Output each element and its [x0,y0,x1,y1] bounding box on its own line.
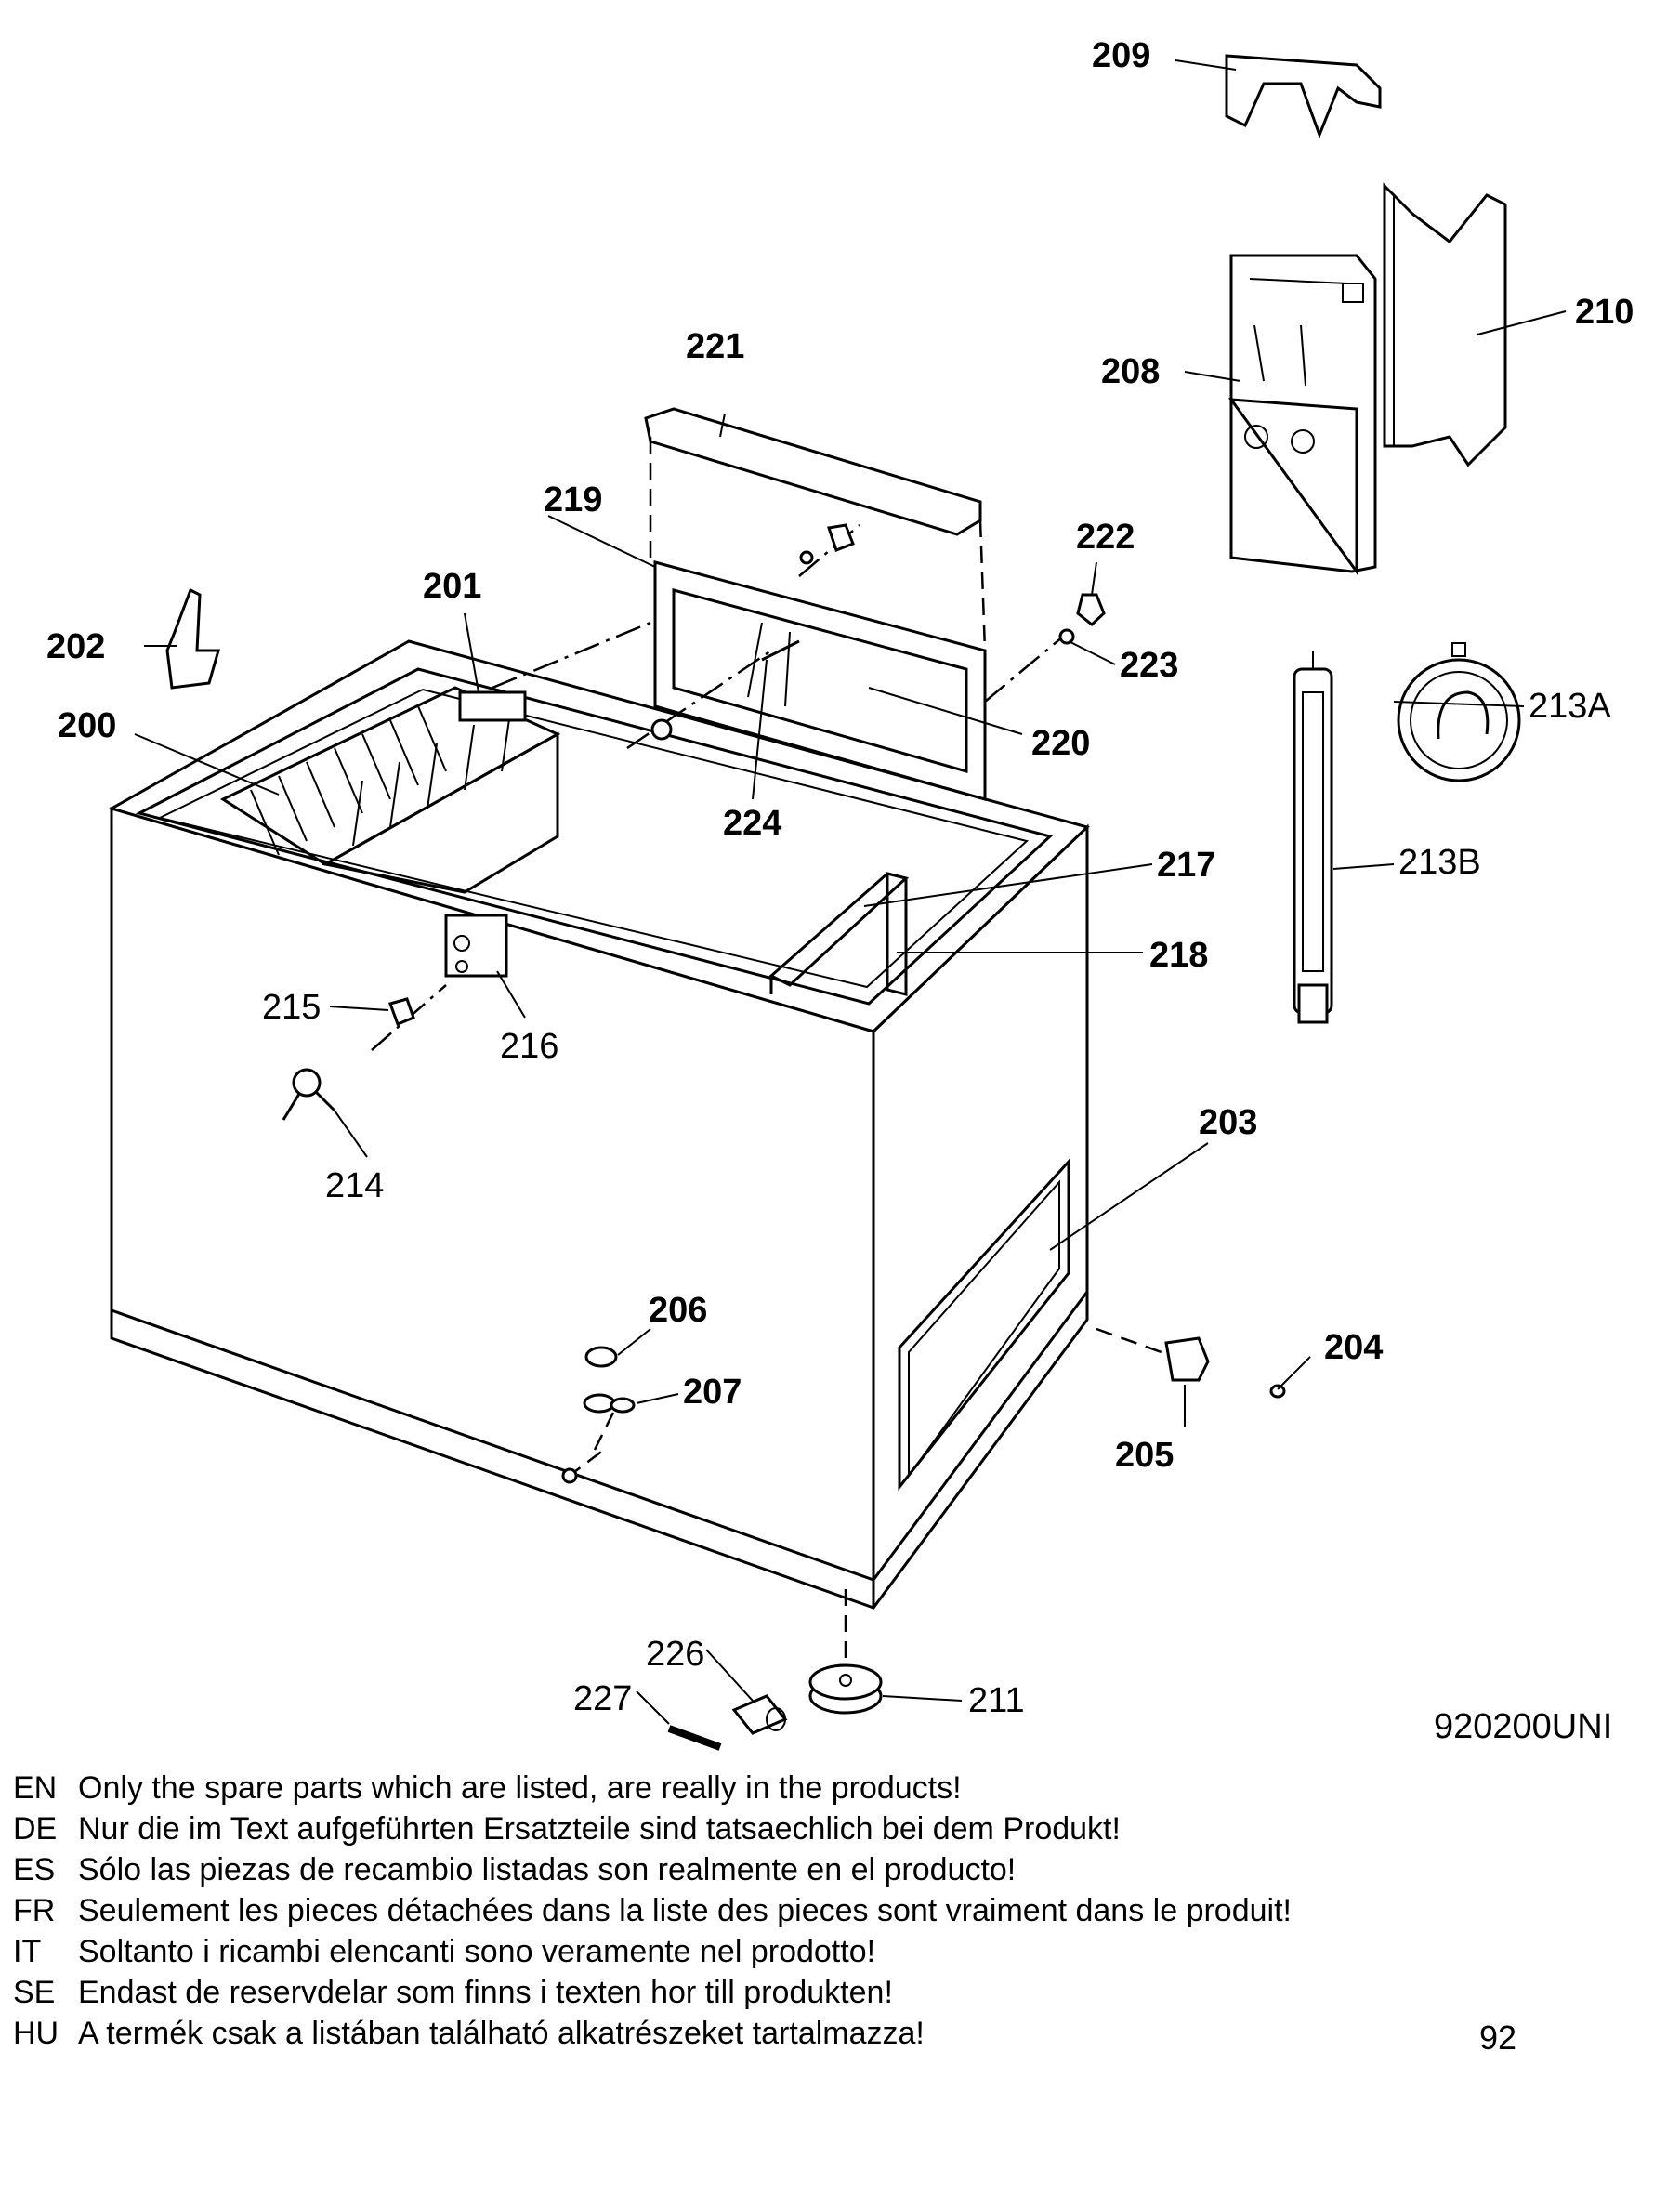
dial-thermometer [1397,642,1521,782]
freezer-cabinet [108,639,1090,1610]
note-text: A termék csak a listában található alkat… [78,2016,925,2051]
note-text: Endast de reservdelar som finns i texten… [78,1975,893,2010]
callout-224: 224 [723,804,781,843]
lid-catch [165,587,220,690]
note-fr: FR Seulement les pieces détachées dans l… [13,1890,1555,1931]
callout-200: 200 [58,706,116,745]
hinge-cover [1225,54,1382,139]
drain-plug [561,1346,636,1484]
callout-208: 208 [1101,352,1160,391]
note-text: Only the spare parts which are listed, a… [78,1770,962,1806]
callout-217: 217 [1157,846,1215,885]
callout-213A: 213A [1529,687,1611,726]
hinge-bracket [458,690,527,722]
callout-209: 209 [1092,36,1150,75]
bushing [731,1694,788,1735]
lid-frame [653,560,987,801]
key [282,1068,336,1121]
lid-profile [644,407,982,536]
disclaimer-notes: EN Only the spare parts which are listed… [13,1768,1555,2054]
note-text: Seulement les pieces détachées dans la l… [78,1893,1292,1928]
callout-226: 226 [646,1635,704,1674]
callout-215: 215 [262,988,321,1027]
callout-222: 222 [1076,518,1135,557]
callout-205: 205 [1115,1436,1174,1475]
callout-214: 214 [325,1166,384,1205]
control-cover [1383,182,1507,467]
callout-221: 221 [686,327,744,366]
callout-202: 202 [46,627,105,666]
note-lang-code: HU [13,2016,59,2051]
note-lang-code: SE [13,1975,56,2010]
note-de: DE Nur die im Text aufgeführten Ersatzte… [13,1808,1555,1849]
callout-216: 216 [500,1027,558,1066]
callouts: 209 210 208 221 219 222 201 202 223 200 … [46,36,1634,1746]
callout-203: 203 [1199,1103,1257,1142]
thermometer [1293,651,1333,1024]
callout-220: 220 [1031,724,1090,763]
note-text: Nur die im Text aufgeführten Ersatzteile… [78,1811,1121,1847]
callout-227: 227 [573,1679,632,1718]
note-hu: HU A termék csak a listában található al… [13,2013,1555,2054]
callout-223: 223 [1120,646,1178,685]
control-housing [1227,254,1377,576]
note-se: SE Endast de reservdelar som finns i tex… [13,1972,1555,2013]
callout-219: 219 [544,480,602,519]
callout-204: 204 [1324,1328,1383,1367]
diagram-code: 920200UNI [1434,1707,1612,1746]
callout-206: 206 [649,1291,707,1330]
exploded-parts-diagram: 209 210 208 221 219 222 201 202 223 200 … [46,36,1634,1751]
note-it: IT Soltanto i ricambi elencanti sono ver… [13,1931,1555,1972]
callout-211: 211 [968,1681,1025,1720]
note-lang-code: FR [13,1893,56,1928]
note-lang-code: ES [13,1852,56,1887]
note-lang-code: IT [13,1934,42,1969]
lamp [1164,1336,1286,1399]
leader-lines [134,59,1567,1725]
basket [219,686,561,894]
divider [768,872,910,996]
foot [808,1663,883,1715]
callout-201: 201 [423,567,481,606]
callout-207: 207 [683,1373,742,1412]
note-en: EN Only the spare parts which are listed… [13,1768,1555,1808]
lock-cap [388,997,415,1026]
callout-218: 218 [1149,936,1208,975]
page-number: 92 [1479,2018,1517,2057]
callout-213B: 213B [1398,843,1481,882]
note-text: Sólo las piezas de recambio listadas son… [78,1852,1017,1887]
callout-210: 210 [1575,293,1634,332]
note-lang-code: EN [13,1770,58,1806]
note-text: Soltanto i ricambi elencanti sono verame… [78,1934,876,1969]
note-es: ES Sólo las piezas de recambio listadas … [13,1849,1555,1890]
pin [667,1725,722,1751]
lock-body [444,914,508,978]
note-lang-code: DE [13,1811,58,1847]
